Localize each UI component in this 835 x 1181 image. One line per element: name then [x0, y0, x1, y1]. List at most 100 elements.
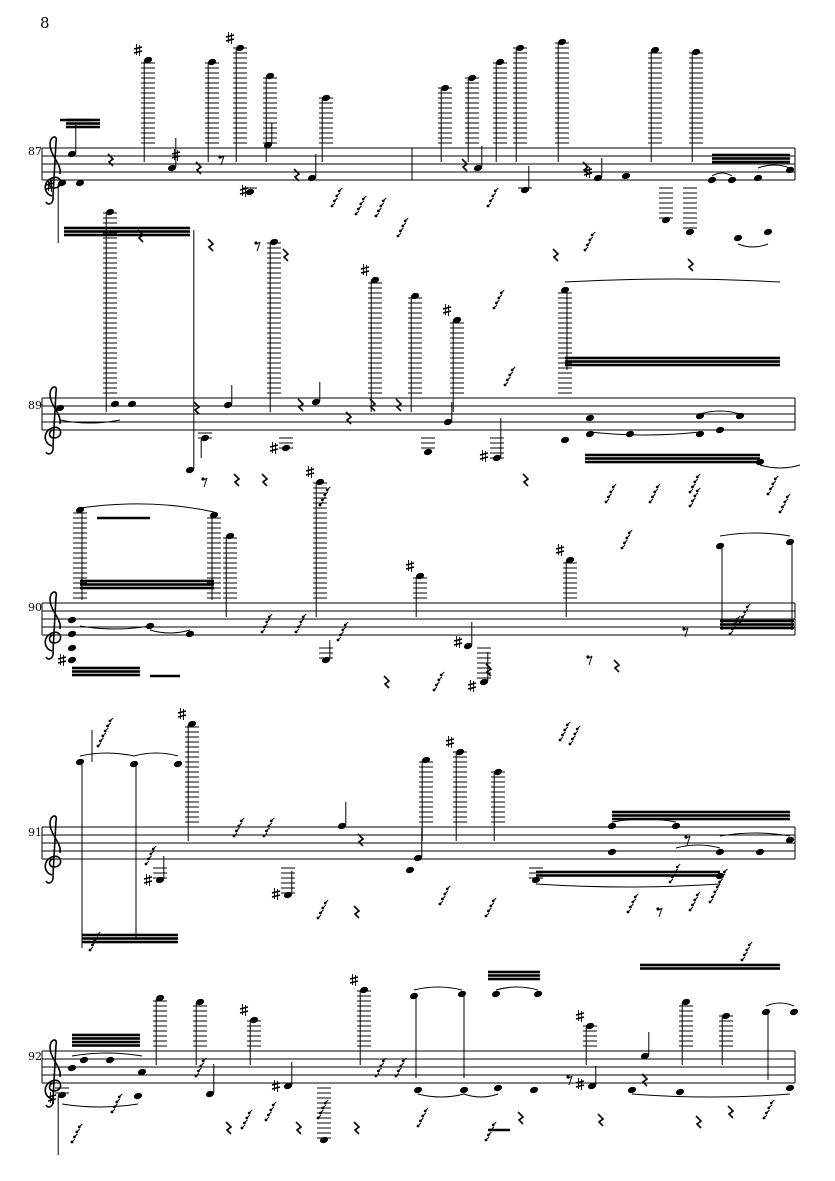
quarter-rest: [295, 1121, 303, 1135]
tuplet-rest-mark: [652, 493, 656, 498]
eighth-rest: [256, 241, 261, 252]
eighth-rest: [658, 907, 663, 918]
tuplet-rest-mark: [692, 483, 696, 488]
notehead: [515, 44, 525, 52]
tuplet-rest-mark: [612, 483, 617, 488]
eighth-rest: [201, 477, 205, 481]
tuplet-rest-mark: [380, 1062, 385, 1067]
tuplet-rest-mark: [589, 236, 594, 241]
notehead: [463, 642, 473, 650]
beam: [72, 1044, 140, 1047]
sharp-sign: [442, 306, 452, 310]
notehead: [413, 854, 423, 862]
tuplet-rest-mark: [689, 488, 694, 493]
sharp-sign: [47, 1098, 57, 1102]
sharp-sign: [575, 1016, 585, 1020]
quarter-rest: [297, 398, 305, 412]
tie: [79, 752, 135, 757]
tuplet-rest-mark: [744, 608, 749, 613]
tuplet-rest-mark: [770, 485, 774, 490]
notehead: [235, 44, 245, 52]
tuplet-rest-mark: [770, 1099, 775, 1104]
tuplet-rest-mark: [656, 483, 661, 488]
sharp-sign: [57, 656, 67, 660]
notehead: [421, 756, 431, 764]
sharp-sign: [575, 1080, 585, 1084]
tuplet-rest-mark: [270, 817, 275, 822]
notehead: [415, 572, 425, 580]
quarter-rest: [687, 258, 695, 272]
sharp-sign: [271, 894, 281, 898]
sharp-sign: [239, 1010, 249, 1014]
tuplet-rest-mark: [504, 381, 509, 386]
tuplet-rest-mark: [649, 498, 654, 503]
tuplet-rest-mark: [331, 202, 336, 207]
tuplet-rest-mark: [240, 817, 245, 822]
tuplet-rest-mark: [378, 1067, 382, 1072]
notehead: [311, 398, 321, 406]
notehead: [755, 458, 765, 466]
tuplet-rest-mark: [334, 197, 338, 202]
tuplet-rest-mark: [772, 480, 777, 485]
tuplet-rest-mark: [584, 246, 589, 251]
tuplet-rest-mark: [626, 534, 631, 539]
notehead: [607, 822, 617, 830]
eighth-rest: [220, 155, 225, 166]
tuplet-rest-mark: [498, 294, 503, 299]
quarter-rest: [345, 411, 353, 425]
notehead: [225, 532, 235, 540]
quarter-rest: [353, 905, 361, 919]
notehead: [67, 616, 77, 624]
beam: [66, 125, 100, 129]
tuplet-rest-mark: [779, 508, 784, 513]
quarter-rest: [293, 168, 301, 182]
quarter-rest: [552, 248, 560, 262]
tuplet-rest-mark: [492, 1121, 497, 1126]
beam: [612, 814, 790, 817]
beam: [72, 1033, 140, 1037]
notehead: [733, 234, 743, 242]
sharp-sign: [171, 151, 181, 155]
beam: [712, 153, 790, 157]
tuplet-rest-mark: [320, 1109, 324, 1114]
sharp-sign: [271, 1082, 281, 1086]
eighth-rest: [684, 835, 688, 839]
notehead: [67, 1064, 77, 1072]
notehead: [337, 822, 347, 830]
sharp-sign: [442, 310, 452, 314]
beam: [64, 233, 190, 237]
tuplet-rest-mark: [786, 493, 791, 498]
tuplet-rest-mark: [202, 1057, 207, 1062]
measure-number: 89: [28, 399, 42, 412]
tuplet-rest-mark: [402, 1057, 407, 1062]
beam: [720, 619, 794, 623]
tuplet-rest-mark: [268, 822, 273, 827]
notehead: [129, 760, 139, 768]
tuplet-rest-mark: [694, 478, 699, 483]
tuplet-rest-mark: [355, 210, 360, 215]
tuplet-rest-mark: [741, 956, 746, 961]
tuplet-rest-mark: [322, 904, 327, 909]
notehead: [587, 1082, 597, 1090]
notehead: [187, 720, 197, 728]
eighth-rest: [588, 655, 593, 666]
tuplet-rest-mark: [76, 1128, 81, 1133]
tuplet-rest-mark: [404, 217, 409, 222]
tuplet-rest-mark: [569, 740, 574, 745]
sharp-sign: [225, 34, 235, 38]
beam: [488, 970, 540, 974]
notehead: [785, 836, 795, 844]
tuplet-rest-mark: [298, 623, 302, 628]
tuplet-rest-mark: [784, 498, 789, 503]
sharp-sign: [269, 444, 279, 448]
tuplet-rest-mark: [118, 1093, 123, 1098]
tuplet-rest-mark: [97, 742, 102, 747]
sharp-sign: [405, 562, 415, 566]
notehead: [763, 228, 773, 236]
tuplet-rest-mark: [494, 187, 499, 192]
tie: [61, 1103, 139, 1108]
beam: [82, 940, 178, 944]
sharp-sign: [305, 468, 315, 472]
tuplet-rest-mark: [732, 625, 736, 630]
